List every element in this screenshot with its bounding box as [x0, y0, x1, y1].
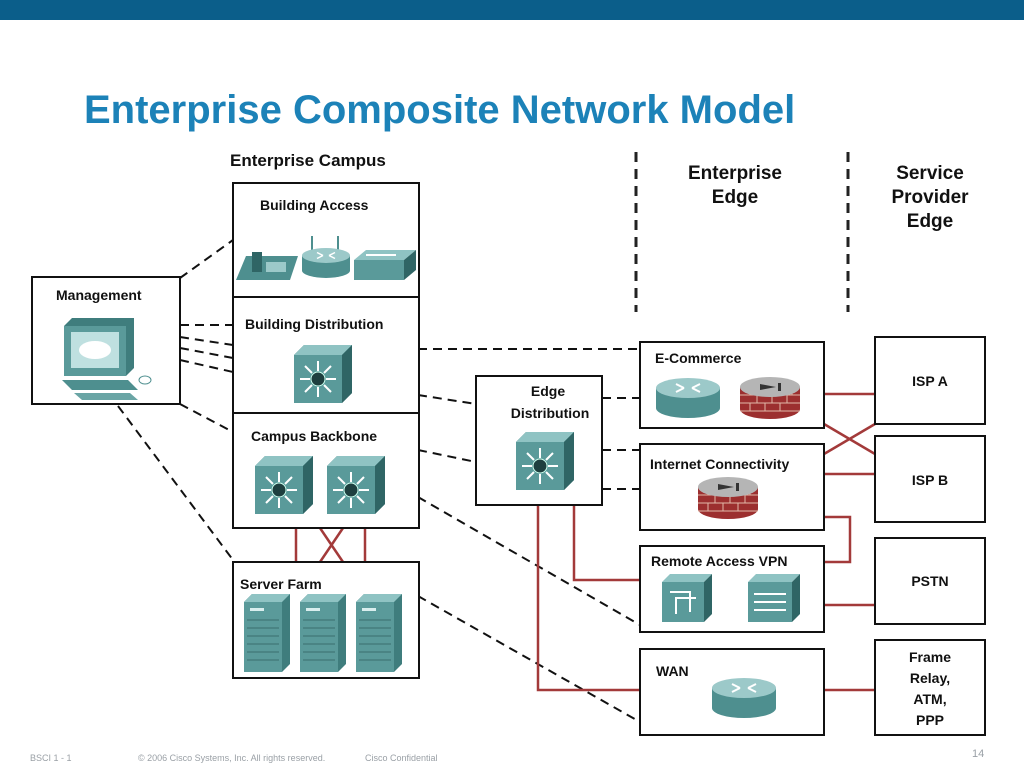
internet-connectivity-label: Internet Connectivity	[650, 456, 789, 472]
wan-links	[294, 392, 876, 692]
campus-backbone-module[interactable]: Campus Backbone	[232, 412, 420, 529]
management-module[interactable]: Management	[31, 276, 181, 405]
switch-icon	[748, 574, 800, 622]
building-access-label: Building Access	[260, 197, 369, 213]
firewall-icon	[739, 376, 801, 420]
building-distribution-module[interactable]: Building Distribution	[232, 296, 420, 414]
enterprise-edge-header-2: Edge	[712, 187, 758, 208]
remote-access-vpn-module[interactable]: Remote Access VPN	[639, 545, 825, 633]
footer-confidential: Cisco Confidential	[365, 753, 438, 763]
wan-module[interactable]: WAN	[639, 648, 825, 736]
building-distribution-label: Building Distribution	[245, 316, 383, 332]
sp-edge-header-3: Edge	[907, 211, 953, 232]
router-icon	[655, 377, 721, 419]
isp-b-label: ISP B	[912, 472, 948, 488]
router-icon	[301, 236, 351, 279]
firewall-icon	[697, 476, 759, 520]
enterprise-campus-header: Enterprise Campus	[230, 151, 386, 170]
sp-edge-header-1: Service	[896, 163, 964, 184]
vpn-concentrator-icon	[662, 574, 712, 622]
sp-edge-header-2: Provider	[891, 187, 969, 208]
edge-distribution-module[interactable]: Edge Distribution	[475, 375, 603, 506]
pstn-box[interactable]: PSTN	[874, 537, 986, 625]
pstn-label: PSTN	[911, 573, 948, 589]
management-label: Management	[56, 287, 142, 303]
edge-distribution-label-2: Distribution	[511, 405, 590, 421]
server-icon	[243, 593, 291, 673]
ip-phone-icon	[236, 252, 298, 280]
server-icon	[355, 593, 403, 673]
server-icon	[299, 593, 347, 673]
router-icon	[711, 677, 777, 719]
enterprise-edge-header-1: Enterprise	[688, 163, 782, 184]
building-access-module[interactable]: Building Access	[232, 182, 420, 298]
ecommerce-label: E-Commerce	[655, 350, 742, 366]
page-number: 14	[972, 748, 985, 760]
frame-relay-label-4: PPP	[916, 712, 944, 728]
isp-a-label: ISP A	[912, 373, 948, 389]
edge-distribution-label-1: Edge	[531, 383, 565, 399]
dashed-links	[117, 239, 641, 723]
multilayer-switch-icon	[254, 455, 314, 515]
server-farm-module[interactable]: Server Farm	[232, 561, 420, 679]
footer-course: BSCI 1 - 1	[30, 753, 72, 763]
footer-copyright: © 2006 Cisco Systems, Inc. All rights re…	[138, 753, 326, 763]
campus-backbone-label: Campus Backbone	[251, 428, 377, 444]
multilayer-switch-icon	[293, 344, 353, 404]
multilayer-switch-icon	[326, 455, 386, 515]
multilayer-switch-icon	[515, 431, 575, 491]
slide-title: Enterprise Composite Network Model	[84, 88, 796, 132]
frame-relay-box[interactable]: Frame Relay, ATM, PPP	[874, 639, 986, 736]
top-banner	[0, 0, 1024, 20]
workstation-icon	[62, 318, 152, 400]
server-farm-label: Server Farm	[240, 576, 322, 592]
frame-relay-label-1: Frame	[909, 649, 951, 665]
wan-label: WAN	[656, 663, 689, 679]
internet-connectivity-module[interactable]: Internet Connectivity	[639, 443, 825, 531]
ecommerce-module[interactable]: E-Commerce	[639, 341, 825, 429]
switch-icon	[354, 250, 416, 280]
isp-b-box[interactable]: ISP B	[874, 435, 986, 523]
frame-relay-label-2: Relay,	[910, 670, 950, 686]
frame-relay-label-3: ATM,	[913, 691, 946, 707]
isp-a-box[interactable]: ISP A	[874, 336, 986, 425]
remote-access-vpn-label: Remote Access VPN	[651, 553, 787, 569]
